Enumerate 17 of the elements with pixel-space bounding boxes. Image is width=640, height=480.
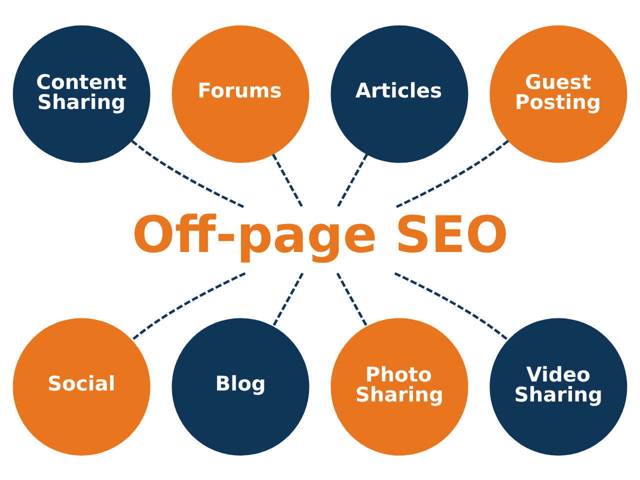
node-circle: Articles [330,24,468,162]
node-circle: Blog [172,318,310,456]
connector [394,139,509,208]
node-circle: Photo Sharing [330,318,468,456]
connector [131,272,246,341]
node-circle: Social [12,318,150,456]
connector [394,272,509,341]
connector [272,272,304,327]
node-circle: Guest Posting [490,24,628,162]
connector [336,153,368,208]
node-circle: Forums [172,24,310,162]
connector [336,272,368,327]
node-circle: Video Sharing [490,318,628,456]
node-text: Off-page SEO [132,204,508,264]
node-circle: Content Sharing [12,24,150,162]
connector [131,139,246,208]
connector [272,153,304,208]
